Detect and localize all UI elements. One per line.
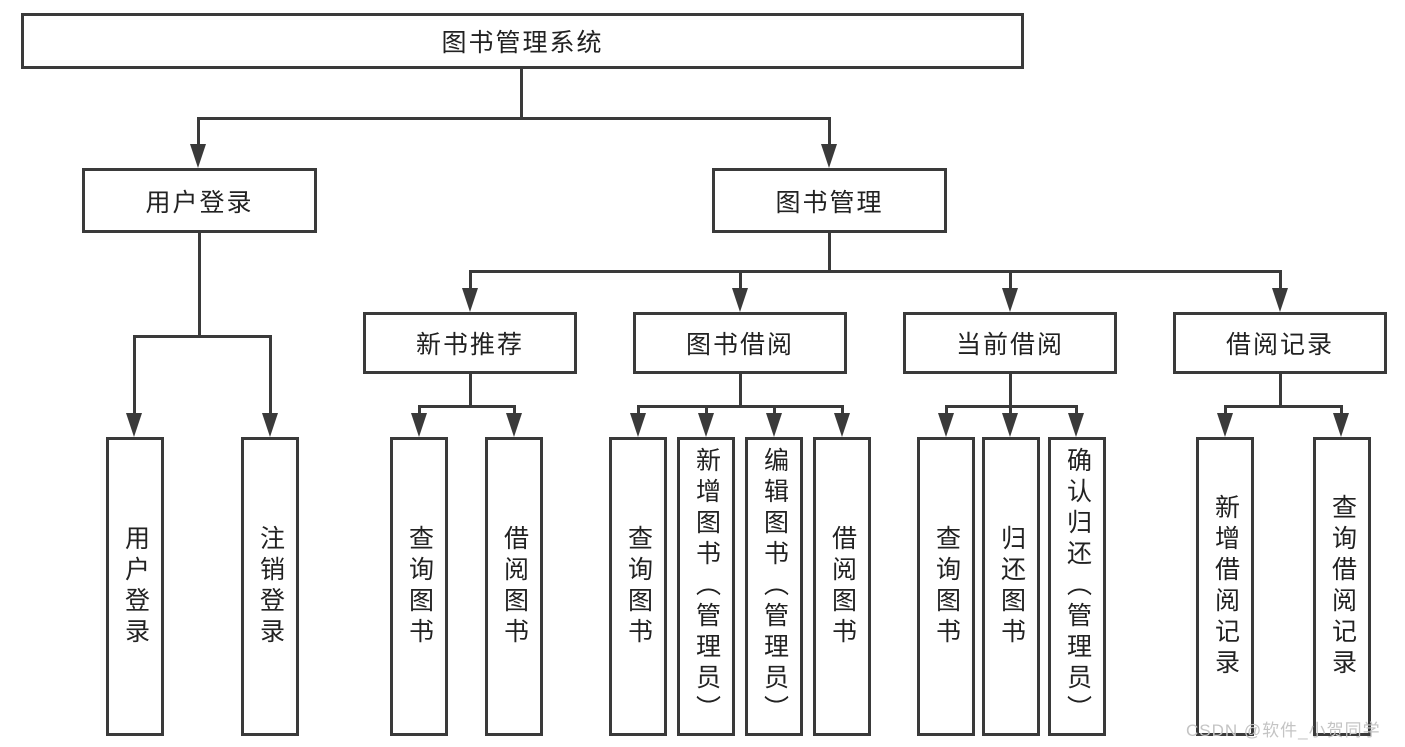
arrow-head-icon xyxy=(732,288,748,312)
leaf-recommend-query-books-label: 查询图书 xyxy=(405,524,434,649)
node-book-management-label: 图书管理 xyxy=(775,188,884,217)
connector-line xyxy=(1009,270,1012,292)
arrow-head-icon xyxy=(821,144,837,168)
connector-line xyxy=(1224,405,1227,419)
node-current-borrow-label: 当前借阅 xyxy=(955,331,1064,359)
leaf-records-add-record: 新增借阅记录 xyxy=(1196,437,1254,736)
leaf-borrow-borrow-books: 借阅图书 xyxy=(813,437,871,736)
node-user-login-label: 用户登录 xyxy=(145,188,254,217)
arrow-head-icon xyxy=(630,413,646,437)
arrow-head-icon xyxy=(834,413,850,437)
arrow-head-icon xyxy=(1333,413,1349,437)
connector-line xyxy=(520,69,523,120)
leaf-recommend-borrow-books-label: 借阅图书 xyxy=(500,524,529,649)
connector-line xyxy=(197,117,200,147)
leaf-borrow-query-books: 查询图书 xyxy=(609,437,667,736)
node-book-borrow-label: 图书借阅 xyxy=(685,331,794,359)
arrow-head-icon xyxy=(1068,413,1084,437)
node-borrow-records-label: 借阅记录 xyxy=(1225,331,1334,359)
leaf-borrow-add-books-admin-label: 新增图书（管理员） xyxy=(692,447,721,726)
node-book-borrow: 图书借阅 xyxy=(633,312,847,374)
connector-line xyxy=(418,405,515,408)
connector-line xyxy=(739,270,742,292)
arrow-head-icon xyxy=(190,144,206,168)
connector-line xyxy=(1075,405,1078,419)
csdn-watermark: CSDN @软件_小贺同学 xyxy=(1186,721,1381,740)
connector-line xyxy=(197,117,831,120)
arrow-head-icon xyxy=(1217,413,1233,437)
node-borrow-records: 借阅记录 xyxy=(1173,312,1387,374)
connector-line xyxy=(469,374,472,407)
connector-line xyxy=(133,335,272,338)
leaf-borrow-edit-books-admin: 编辑图书（管理员） xyxy=(745,437,803,736)
connector-line xyxy=(469,270,1282,273)
leaf-records-query-record-label: 查询借阅记录 xyxy=(1328,493,1357,680)
arrow-head-icon xyxy=(411,413,427,437)
leaf-borrow-add-books-admin: 新增图书（管理员） xyxy=(677,437,735,736)
connector-line xyxy=(945,405,948,419)
connector-line xyxy=(637,405,640,419)
connector-line xyxy=(1009,405,1012,419)
leaf-user-login: 用户登录 xyxy=(106,437,164,736)
leaf-records-query-record: 查询借阅记录 xyxy=(1313,437,1371,736)
arrow-head-icon xyxy=(262,413,278,437)
node-current-borrow: 当前借阅 xyxy=(903,312,1117,374)
leaf-logout: 注销登录 xyxy=(241,437,299,736)
node-root: 图书管理系统 xyxy=(21,13,1024,69)
leaf-recommend-query-books: 查询图书 xyxy=(390,437,448,736)
arrow-head-icon xyxy=(766,413,782,437)
arrow-head-icon xyxy=(126,413,142,437)
leaf-records-add-record-label: 新增借阅记录 xyxy=(1211,493,1240,680)
node-new-book-recommend-label: 新书推荐 xyxy=(415,331,524,359)
connector-line xyxy=(1279,374,1282,407)
connector-line xyxy=(739,374,742,407)
node-user-login: 用户登录 xyxy=(82,168,317,233)
connector-line xyxy=(513,405,516,419)
connector-line xyxy=(1224,405,1342,408)
connector-line xyxy=(828,117,831,147)
leaf-current-confirm-return-admin: 确认归还（管理员） xyxy=(1048,437,1106,736)
connector-line xyxy=(1279,270,1282,292)
leaf-borrow-query-books-label: 查询图书 xyxy=(624,524,653,649)
connector-line xyxy=(269,335,272,417)
node-book-management: 图书管理 xyxy=(712,168,947,233)
leaf-logout-label: 注销登录 xyxy=(256,524,285,649)
connector-line xyxy=(1340,405,1343,419)
connector-line xyxy=(469,270,472,292)
node-new-book-recommend: 新书推荐 xyxy=(363,312,577,374)
connector-line xyxy=(637,405,844,408)
arrow-head-icon xyxy=(938,413,954,437)
arrow-head-icon xyxy=(1002,288,1018,312)
leaf-user-login-label: 用户登录 xyxy=(121,524,150,649)
leaf-recommend-borrow-books: 借阅图书 xyxy=(485,437,543,736)
connector-line xyxy=(198,233,201,337)
connector-line xyxy=(418,405,421,419)
arrow-head-icon xyxy=(1002,413,1018,437)
connector-line xyxy=(841,405,844,419)
arrow-head-icon xyxy=(506,413,522,437)
leaf-current-query-books: 查询图书 xyxy=(917,437,975,736)
leaf-current-query-books-label: 查询图书 xyxy=(932,524,961,649)
leaf-current-return-books: 归还图书 xyxy=(982,437,1040,736)
connector-line xyxy=(133,335,136,417)
connector-line xyxy=(773,405,776,419)
leaf-current-confirm-return-admin-label: 确认归还（管理员） xyxy=(1063,447,1092,726)
node-root-label: 图书管理系统 xyxy=(441,29,604,57)
arrow-head-icon xyxy=(698,413,714,437)
arrow-head-icon xyxy=(462,288,478,312)
connector-line xyxy=(1009,374,1012,407)
arrow-head-icon xyxy=(1272,288,1288,312)
connector-line xyxy=(828,233,831,272)
connector-line xyxy=(705,405,708,419)
leaf-current-return-books-label: 归还图书 xyxy=(997,524,1026,649)
leaf-borrow-edit-books-admin-label: 编辑图书（管理员） xyxy=(760,447,789,726)
leaf-borrow-borrow-books-label: 借阅图书 xyxy=(828,524,857,649)
